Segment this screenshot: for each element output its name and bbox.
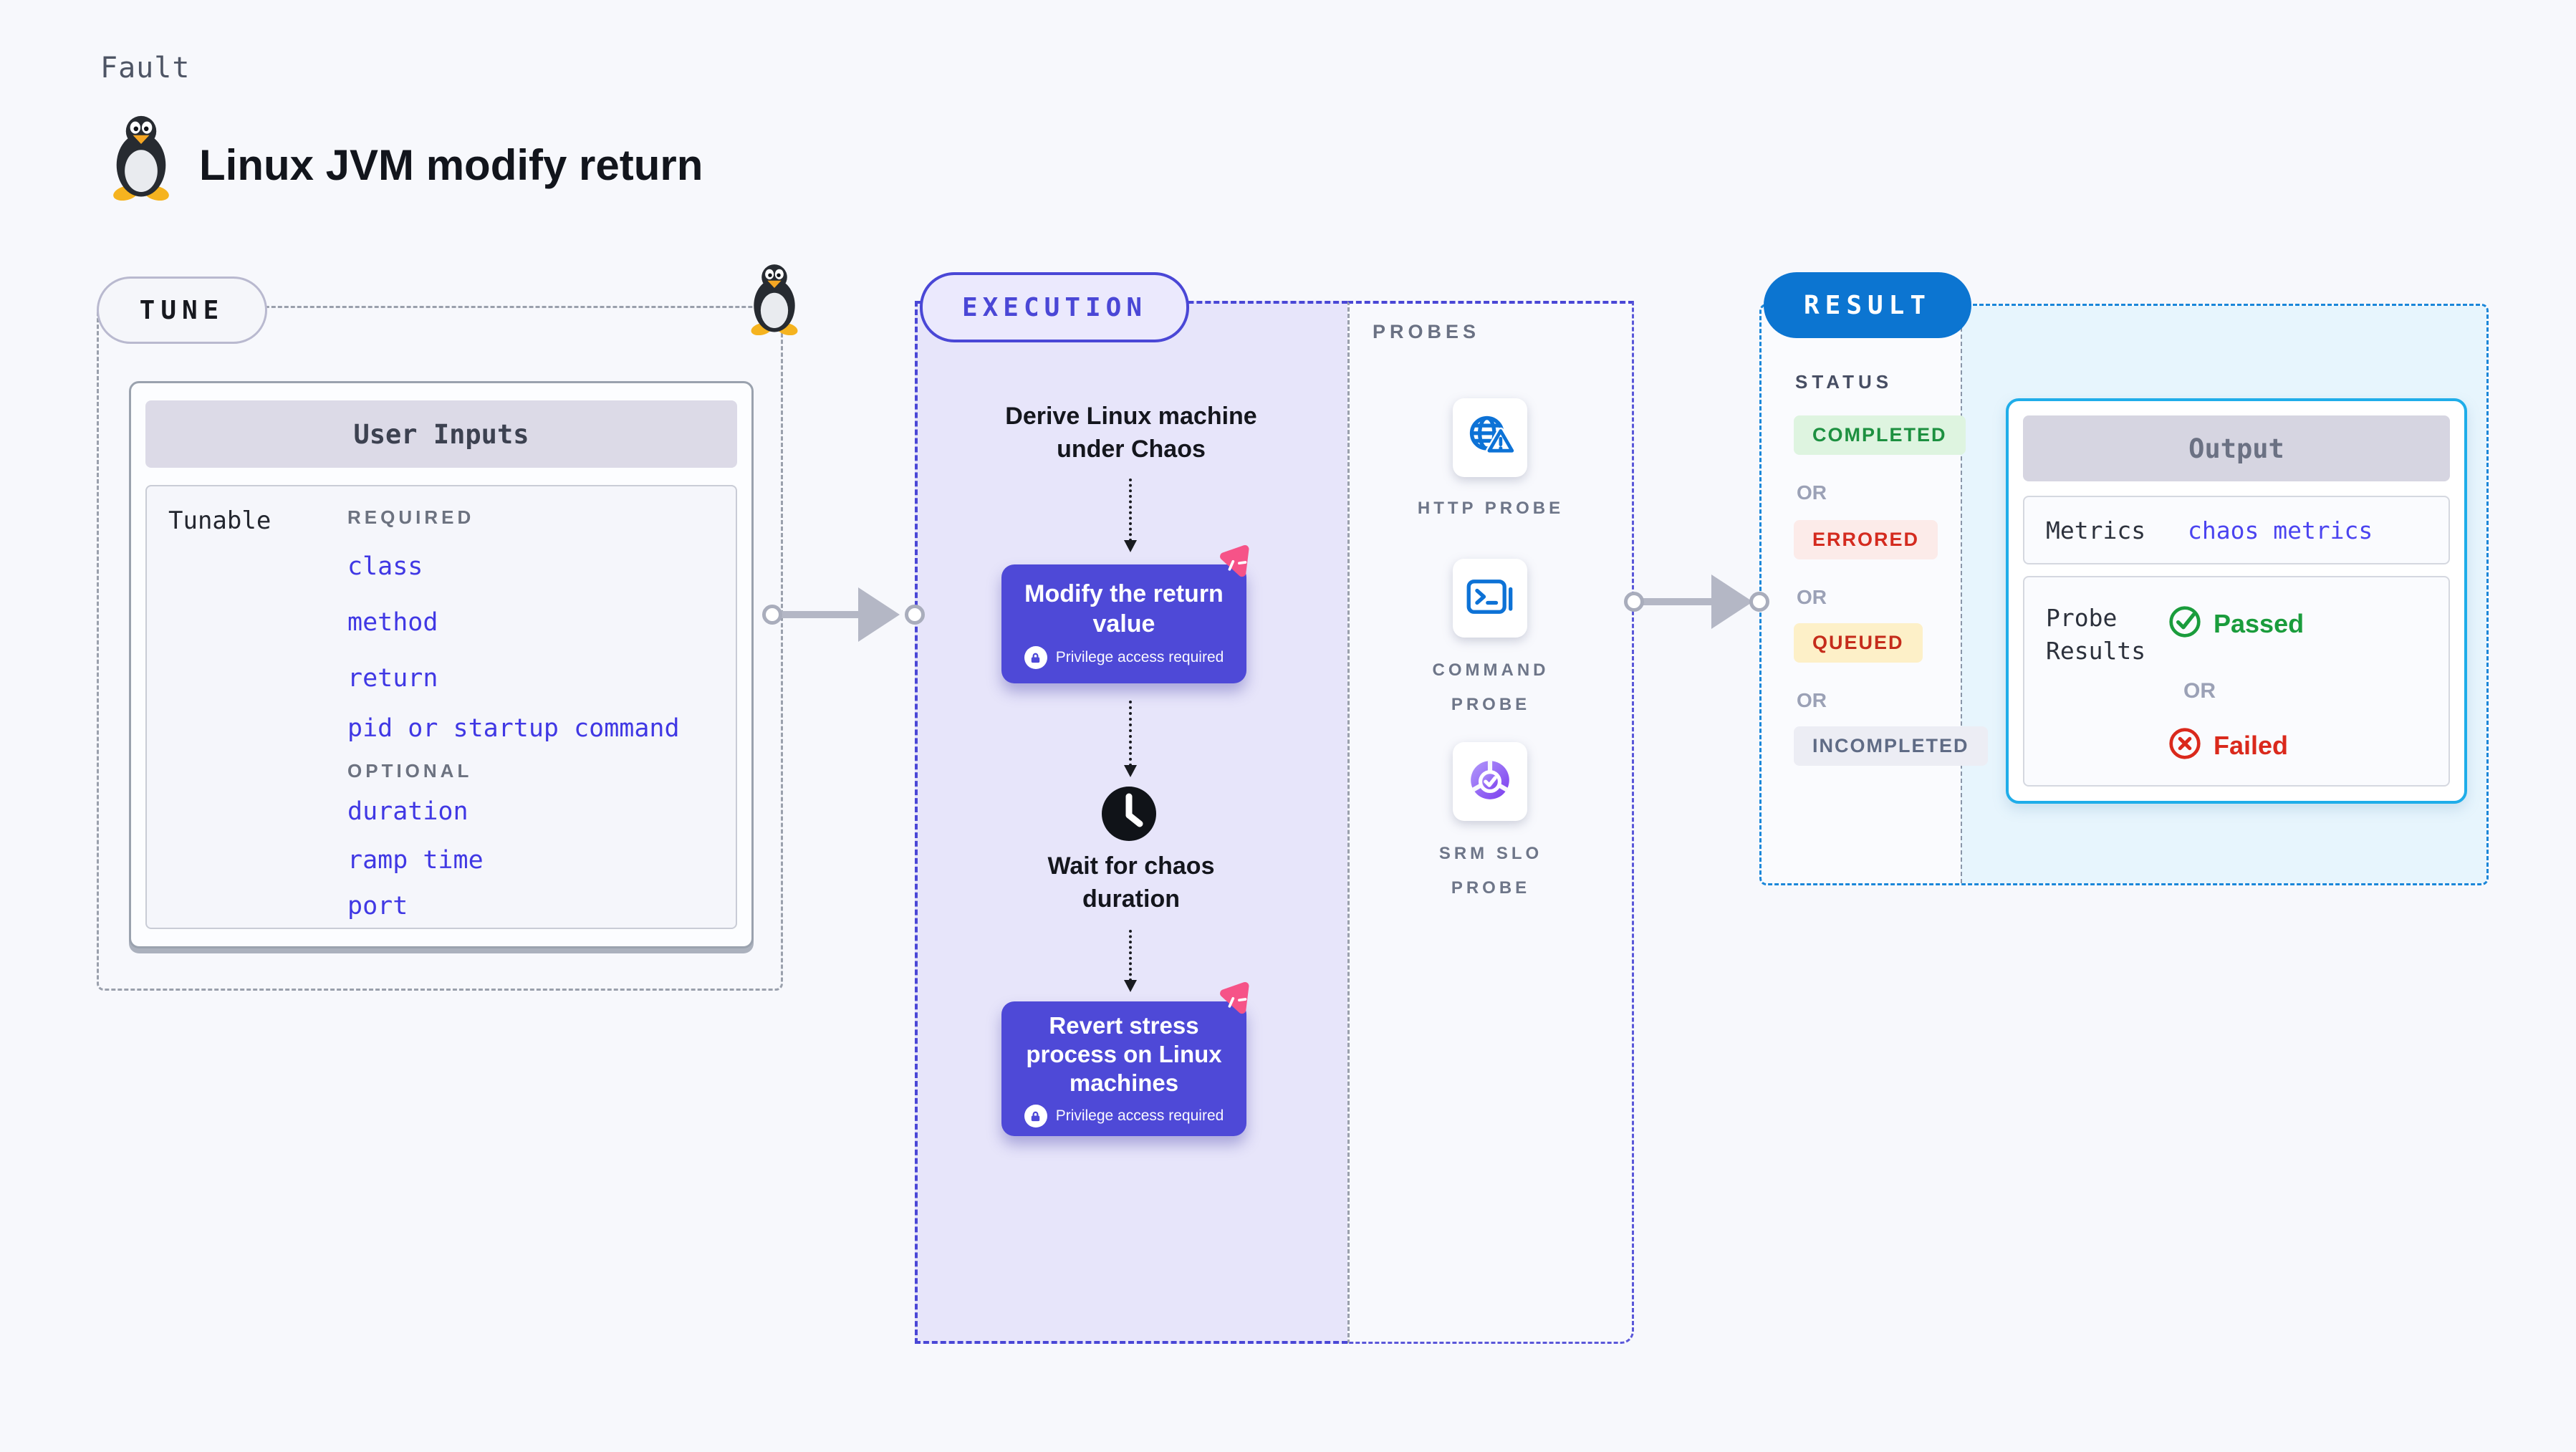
or-separator: OR <box>1797 481 1827 504</box>
required-group-label: REQUIRED <box>347 506 475 528</box>
flow-dotted-arrow <box>1124 930 1137 992</box>
command-probe-label: COMMAND <box>1432 660 1549 680</box>
http-probe-icon <box>1466 413 1516 463</box>
http-probe-label: HTTP PROBE <box>1417 499 1565 518</box>
command-probe-card <box>1453 559 1527 638</box>
chaos-experiment-icon <box>1216 543 1255 582</box>
status-badge-errored: ERRORED <box>1794 520 1938 559</box>
connector-dot <box>905 605 925 625</box>
command-probe-icon <box>1466 577 1514 620</box>
probe-failed-verdict: Failed <box>2168 726 2288 764</box>
flow-arrowhead <box>858 587 900 642</box>
tunable-item-return[interactable]: return <box>347 664 438 693</box>
flow-dotted-arrow <box>1124 701 1137 777</box>
result-section-badge: RESULT <box>1764 272 1971 338</box>
or-separator: OR <box>2183 679 2216 703</box>
linux-tux-icon <box>106 113 176 201</box>
tunable-item-port[interactable]: port <box>347 892 408 920</box>
wait-step-text: Wait for chaos duration <box>1047 852 1215 913</box>
tunable-item-duration[interactable]: duration <box>347 797 468 826</box>
flow-arrow <box>1643 598 1714 605</box>
http-probe-card <box>1453 398 1527 477</box>
status-badge-queued: QUEUED <box>1794 623 1923 663</box>
tunable-item-method[interactable]: method <box>347 608 438 637</box>
page-title: Linux JVM modify return <box>199 141 703 189</box>
optional-group-label: OPTIONAL <box>347 760 473 782</box>
probes-section-panel <box>1347 301 1634 1344</box>
connector-dot <box>1749 592 1769 612</box>
user-inputs-card: User Inputs Tunable REQUIRED class metho… <box>129 381 754 948</box>
output-card-title: Output <box>2023 415 2450 481</box>
execution-section-badge: EXECUTION <box>920 272 1189 342</box>
check-circle-icon <box>2168 605 2202 643</box>
tunable-item-ramp-time[interactable]: ramp time <box>347 846 484 875</box>
flow-arrowhead <box>1711 574 1753 629</box>
status-column-label: STATUS <box>1795 371 1893 393</box>
revert-stress-step: Revert stress process on Linux machines … <box>1001 1001 1246 1136</box>
x-circle-icon <box>2168 726 2202 764</box>
fault-eyebrow: Fault <box>100 52 191 85</box>
tunable-row-label: Tunable <box>168 506 271 535</box>
status-badge-incompleted: INCOMPLETED <box>1794 726 1988 766</box>
or-separator: OR <box>1797 586 1827 608</box>
connector-dot <box>762 605 782 625</box>
user-inputs-title: User Inputs <box>145 400 737 468</box>
flow-dotted-arrow <box>1124 479 1137 552</box>
probe-results-label: Probe Results <box>2046 604 2146 665</box>
tunable-panel: Tunable REQUIRED class method return pid… <box>145 485 737 929</box>
output-card: Output Metrics chaos metrics Probe Resul… <box>2006 398 2467 804</box>
tune-section-badge: TUNE <box>97 277 267 344</box>
srm-slo-probe-card <box>1453 742 1527 821</box>
modify-step-title: Modify the return value <box>1024 580 1224 638</box>
metrics-label: Metrics <box>2046 516 2146 544</box>
result-divider <box>1961 306 1962 883</box>
or-separator: OR <box>1797 689 1827 711</box>
srm-slo-probe-label: PROBE <box>1451 878 1531 898</box>
command-probe-label: PROBE <box>1451 695 1531 714</box>
modify-return-value-step: Modify the return value Privilege access… <box>1001 564 1246 683</box>
srm-slo-probe-icon <box>1466 756 1514 807</box>
status-badge-completed: COMPLETED <box>1794 415 1966 455</box>
srm-slo-probe-label: SRM SLO <box>1438 844 1543 863</box>
tunable-item-class[interactable]: class <box>347 552 423 581</box>
connector-dot <box>1624 592 1644 612</box>
privilege-note: Privilege access required <box>1001 646 1246 669</box>
metrics-row: Metrics chaos metrics <box>2023 496 2450 564</box>
wait-clock-icon <box>1100 785 1158 842</box>
linux-tux-icon <box>745 262 804 336</box>
probe-passed-verdict: Passed <box>2168 605 2304 643</box>
lock-icon <box>1024 1105 1047 1128</box>
probes-section-label: PROBES <box>1373 321 1481 342</box>
tunable-item-pid-or-startup-command[interactable]: pid or startup command <box>347 714 680 743</box>
lock-icon <box>1024 646 1047 669</box>
flow-arrow <box>781 611 861 618</box>
tune-section-outline <box>97 306 783 991</box>
probe-results-row: Probe Results Passed OR <box>2023 576 2450 787</box>
privilege-note: Privilege access required <box>1001 1105 1246 1128</box>
derive-step-text: Derive Linux machine under Chaos <box>1005 403 1257 463</box>
chaos-experiment-icon <box>1216 980 1255 1019</box>
revert-step-title: Revert stress process on Linux machines <box>1026 1012 1222 1096</box>
metrics-value-link[interactable]: chaos metrics <box>2188 516 2373 544</box>
